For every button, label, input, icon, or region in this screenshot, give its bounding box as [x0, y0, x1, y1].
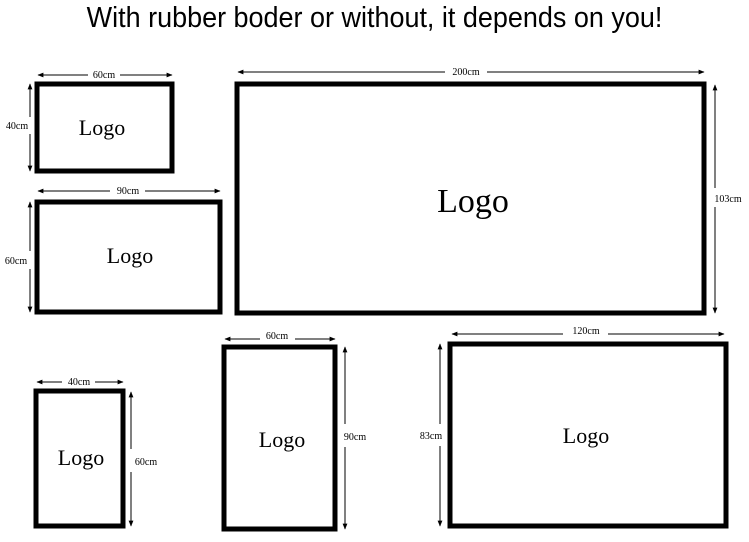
mat-frame — [34, 81, 175, 174]
mat-200x103: Logo 200cm 103cm — [234, 67, 742, 316]
mat-frame — [221, 344, 338, 532]
height-label: 60cm — [5, 256, 27, 267]
mat-frame — [34, 199, 223, 315]
width-label: 120cm — [572, 326, 599, 337]
logo-label: Logo — [79, 115, 125, 140]
logo-label: Logo — [58, 445, 104, 470]
mat-frame — [234, 81, 707, 316]
headline: With rubber boder or without, it depends… — [86, 2, 663, 34]
height-label: 90cm — [344, 432, 366, 443]
width-label: 60cm — [266, 331, 288, 342]
height-label: 40cm — [6, 121, 28, 132]
width-label: 40cm — [68, 377, 90, 388]
logo-label: Logo — [437, 183, 509, 220]
mat-90x60: Logo 90cm 60cm — [5, 186, 223, 315]
height-label: 83cm — [420, 431, 442, 442]
mat-40x60: Logo 40cm 60cm — [33, 377, 157, 529]
mat-60x90: Logo 60cm 90cm — [221, 331, 366, 532]
logo-label: Logo — [259, 427, 305, 452]
mat-frame — [33, 388, 126, 529]
height-label: 103cm — [714, 194, 741, 205]
width-label: 200cm — [452, 67, 479, 78]
height-label: 60cm — [135, 457, 157, 468]
mat-120x83: Logo 120cm 83cm — [420, 326, 729, 529]
width-label: 60cm — [93, 70, 115, 81]
logo-label: Logo — [563, 423, 609, 448]
mat-frame — [447, 341, 729, 529]
mat-60x40: Logo 60cm 40cm — [6, 70, 175, 174]
width-label: 90cm — [117, 186, 139, 197]
logo-label: Logo — [107, 243, 153, 268]
